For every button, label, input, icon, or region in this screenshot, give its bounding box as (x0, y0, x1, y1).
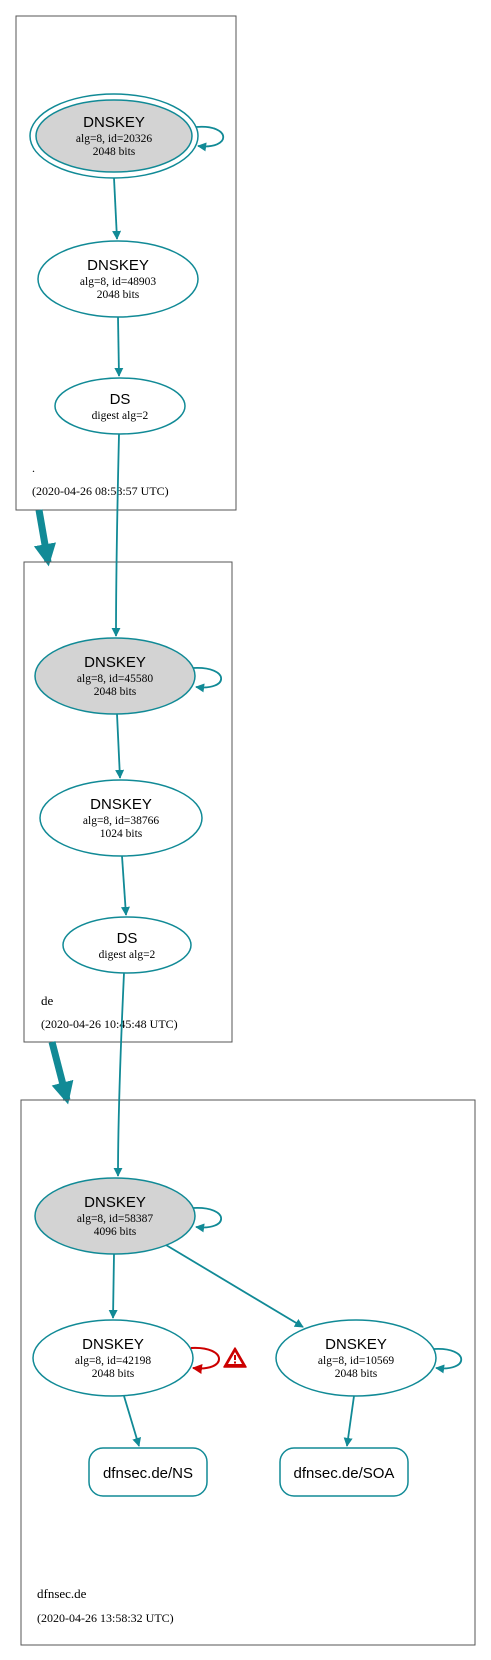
edge-de-ds-to-dfnsec-ksk (113, 972, 125, 1177)
soa-record-label: dfnsec.de/SOA (294, 1465, 395, 1482)
node-type-label: DNSKEY (84, 654, 146, 671)
node-type-label: DNSKEY (87, 257, 149, 274)
node-type-label: DNSKEY (325, 1336, 387, 1353)
node-type-label: DNSKEY (83, 114, 145, 131)
edge-root-ds-to-de-ksk (111, 433, 121, 637)
node-bits-label: 1024 bits (100, 828, 143, 840)
edge-root-zsk-to-ds (114, 316, 124, 377)
zone-de-name: de (41, 993, 54, 1008)
node-alg-label: alg=8, id=10569 (318, 1355, 394, 1367)
de-ds-node[interactable]: DS digest alg=2 (62, 916, 192, 974)
root-ds-node[interactable]: DS digest alg=2 (54, 377, 186, 435)
warning-triangle-icon[interactable] (223, 1347, 247, 1368)
node-bits-label: 2048 bits (92, 1368, 135, 1380)
delegation-arrow-de-to-dfnsec (48, 1041, 74, 1105)
zone-dfnsec-timestamp: (2020-04-26 13:58:32 UTC) (37, 1611, 174, 1625)
zone-root-box (15, 15, 237, 511)
edge-dfnsec-ksk-to-zsk-42198 (108, 1253, 118, 1319)
dfnsec-zsk-10569-self-loop (433, 1348, 463, 1374)
de-ksk-self-loop (192, 667, 222, 693)
dfnsec-zsk-42198-self-loop-error (190, 1346, 220, 1374)
node-type-label: DS (110, 391, 131, 408)
ns-record-label: dfnsec.de/NS (103, 1465, 193, 1482)
edge-de-ksk-to-zsk (115, 713, 125, 779)
zone-de-box (23, 561, 233, 1043)
edge-zsk-42198-to-ns (123, 1395, 141, 1447)
edge-de-zsk-to-ds (120, 855, 130, 916)
edge-root-ksk-to-zsk (112, 177, 122, 240)
zone-dfnsec: dfnsec.de (2020-04-26 13:58:32 UTC) (20, 1099, 476, 1646)
zone-dfnsec-name: dfnsec.de (37, 1586, 87, 1601)
edge-dfnsec-ksk-to-zsk-10569 (165, 1244, 304, 1328)
dfnsec-ns-record[interactable]: dfnsec.de/NS (88, 1447, 208, 1497)
node-type-label: DNSKEY (84, 1194, 146, 1211)
dfnsec-ksk-self-loop (192, 1207, 222, 1233)
dfnsec-zsk-10569-node[interactable]: DNSKEY alg=8, id=10569 2048 bits (275, 1319, 437, 1397)
node-alg-label: alg=8, id=45580 (77, 673, 153, 685)
node-alg-label: alg=8, id=38766 (83, 815, 159, 827)
root-zsk-node[interactable]: DNSKEY alg=8, id=48903 2048 bits (37, 240, 199, 318)
dfnsec-ksk-node[interactable]: DNSKEY alg=8, id=58387 4096 bits (34, 1177, 196, 1255)
node-digest-label: digest alg=2 (99, 949, 156, 961)
node-bits-label: 2048 bits (93, 146, 136, 158)
zone-root: . (2020-04-26 08:58:57 UTC) (15, 15, 237, 511)
node-alg-label: alg=8, id=58387 (77, 1213, 153, 1225)
zone-root-name: . (32, 461, 35, 475)
node-bits-label: 4096 bits (94, 1226, 137, 1238)
de-ksk-node[interactable]: DNSKEY alg=8, id=45580 2048 bits (34, 637, 196, 715)
node-alg-label: alg=8, id=48903 (80, 276, 156, 288)
node-digest-label: digest alg=2 (92, 410, 149, 422)
node-bits-label: 2048 bits (94, 686, 137, 698)
delegation-arrow-root-to-de (33, 509, 56, 567)
node-type-label: DNSKEY (90, 796, 152, 813)
node-bits-label: 2048 bits (335, 1368, 378, 1380)
de-zsk-node[interactable]: DNSKEY alg=8, id=38766 1024 bits (39, 779, 203, 857)
node-type-label: DS (117, 930, 138, 947)
node-alg-label: alg=8, id=20326 (76, 133, 152, 145)
root-ksk-self-loop (195, 126, 225, 152)
zone-de-timestamp: (2020-04-26 10:45:48 UTC) (41, 1017, 178, 1031)
node-type-label: DNSKEY (82, 1336, 144, 1353)
dfnsec-zsk-42198-node[interactable]: DNSKEY alg=8, id=42198 2048 bits (32, 1319, 194, 1397)
root-ksk-node[interactable]: DNSKEY alg=8, id=20326 2048 bits (29, 93, 199, 179)
zone-dfnsec-box (20, 1099, 476, 1646)
node-bits-label: 2048 bits (97, 289, 140, 301)
node-alg-label: alg=8, id=42198 (75, 1355, 151, 1367)
zone-de: de (2020-04-26 10:45:48 UTC) (23, 561, 233, 1043)
dfnsec-soa-record[interactable]: dfnsec.de/SOA (279, 1447, 409, 1497)
zone-root-timestamp: (2020-04-26 08:58:57 UTC) (32, 484, 169, 498)
edge-zsk-10569-to-soa (343, 1395, 355, 1447)
